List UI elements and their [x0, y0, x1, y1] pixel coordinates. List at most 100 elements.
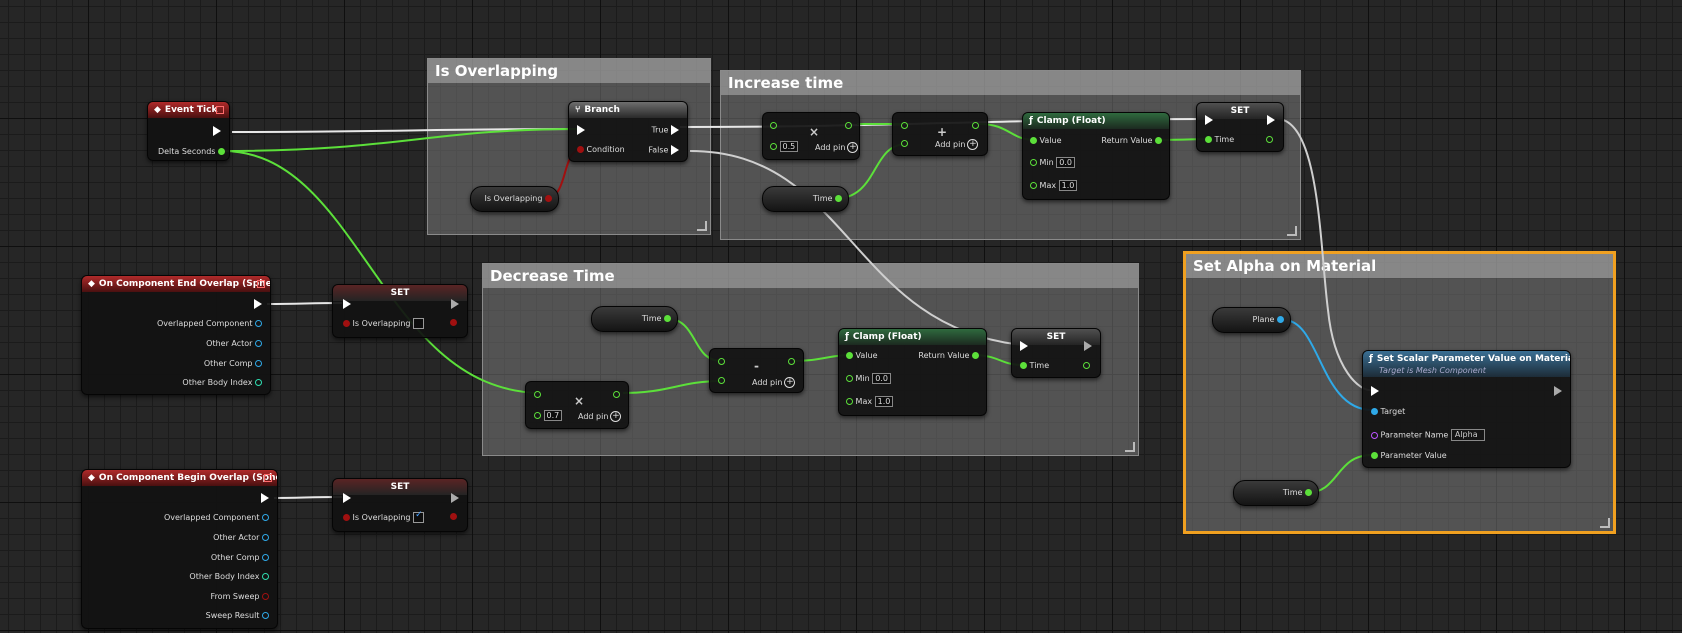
time-output-pin[interactable]: Time [642, 314, 671, 324]
other-actor-pin[interactable]: Other Actor [206, 339, 262, 349]
time-output-pin[interactable]: Time [1283, 488, 1312, 498]
float-output-pin[interactable] [788, 357, 795, 367]
event-tick-node[interactable]: ◆Event Tick Delta Seconds [147, 101, 230, 161]
add-node-increase[interactable]: + Add pin+ [892, 112, 988, 156]
max-pin[interactable]: Max 1.0 [1030, 180, 1078, 191]
close-icon[interactable] [264, 474, 272, 482]
other-comp-pin[interactable]: Other Comp [211, 553, 269, 563]
set-time-node-increase[interactable]: SET Time [1196, 102, 1284, 152]
multiplier-pin[interactable]: 0.5 [770, 141, 799, 152]
set-is-overlapping-true-node[interactable]: SET Is Overlapping [332, 478, 468, 532]
time-input-pin[interactable]: Time [1205, 135, 1234, 145]
true-pin[interactable]: True [651, 125, 679, 136]
multiplier-pin[interactable]: 0.7 [534, 410, 563, 421]
exec-input-pin[interactable] [577, 125, 585, 136]
other-body-index-pin[interactable]: Other Body Index [182, 378, 262, 388]
parameter-name-input[interactable]: Alpha [1450, 429, 1485, 441]
float-input-pin[interactable] [534, 390, 541, 400]
target-pin[interactable]: Target [1371, 407, 1405, 417]
multiplier-value[interactable]: 0.5 [779, 141, 799, 152]
exec-output-pin[interactable] [451, 299, 459, 310]
add-pin-button[interactable]: Add pin+ [815, 142, 859, 153]
set-is-overlapping-false-node[interactable]: SET Is Overlapping [332, 284, 468, 338]
return-value-pin[interactable]: Return Value [1101, 136, 1162, 146]
add-pin-button[interactable]: Add pin+ [935, 139, 979, 150]
is-overlapping-pin[interactable]: Is Overlapping [343, 510, 425, 523]
condition-pin[interactable]: Condition [577, 145, 625, 155]
begin-overlap-event-node[interactable]: ◆On Component Begin Overlap (Sphere) Ove… [81, 469, 278, 629]
resize-grip[interactable] [697, 221, 707, 231]
float-input-pin[interactable] [718, 357, 725, 367]
get-plane-node[interactable]: Plane [1212, 307, 1291, 333]
is-overlapping-pin[interactable]: Is Overlapping [343, 318, 425, 329]
max-pin[interactable]: Max 1.0 [846, 396, 894, 407]
float-output-pin[interactable] [613, 390, 620, 400]
min-pin[interactable]: Min 0.0 [846, 373, 892, 384]
is-overlapping-checkbox[interactable] [413, 318, 425, 329]
time-output-pin[interactable]: Time [813, 194, 842, 204]
is-overlapping-output-pin[interactable]: Is Overlapping [484, 194, 552, 204]
get-time-node-decrease[interactable]: Time [591, 306, 678, 332]
min-pin[interactable]: Min 0.0 [1030, 157, 1076, 168]
close-icon[interactable] [257, 280, 265, 288]
min-value[interactable]: 0.0 [872, 373, 892, 384]
max-value[interactable]: 1.0 [1058, 180, 1078, 191]
resize-grip[interactable] [1125, 442, 1135, 452]
overlapped-component-pin[interactable]: Overlapped Component [157, 319, 262, 329]
value-pin[interactable]: Value [1030, 136, 1062, 146]
return-value-pin[interactable]: Return Value [918, 351, 979, 361]
end-overlap-event-node[interactable]: ◆On Component End Overlap (Sphere) Overl… [81, 275, 271, 395]
delta-seconds-pin[interactable]: Delta Seconds [158, 147, 225, 157]
exec-input-pin[interactable] [343, 493, 351, 504]
add-pin-button[interactable]: Add pin+ [752, 377, 796, 388]
float-output-pin[interactable] [972, 121, 979, 131]
exec-input-pin[interactable] [1371, 386, 1379, 397]
time-output-pin[interactable] [1083, 361, 1090, 371]
multiply-node-increase[interactable]: × 0.5 Add pin+ [762, 112, 860, 160]
exec-input-pin[interactable] [1020, 341, 1028, 352]
float-input-pin[interactable] [770, 121, 777, 131]
other-actor-pin[interactable]: Other Actor [213, 533, 269, 543]
get-time-node-alpha[interactable]: Time [1233, 480, 1319, 506]
float-output-pin[interactable] [845, 121, 852, 131]
get-time-node-increase[interactable]: Time [762, 186, 849, 212]
other-comp-pin[interactable]: Other Comp [204, 359, 262, 369]
plane-output-pin[interactable]: Plane [1253, 315, 1284, 325]
bool-output-pin[interactable] [450, 512, 457, 522]
parameter-name-pin[interactable]: Parameter Name Alpha [1371, 429, 1485, 441]
add-pin-button[interactable]: Add pin+ [578, 411, 622, 422]
resize-grip[interactable] [1287, 226, 1297, 236]
float-input-pin[interactable] [901, 121, 908, 131]
time-input-pin[interactable]: Time [1020, 361, 1049, 371]
float-input-pin-2[interactable] [901, 139, 908, 149]
time-output-pin[interactable] [1266, 135, 1273, 145]
sweep-result-pin[interactable]: Sweep Result [206, 611, 269, 621]
bool-output-pin[interactable] [450, 318, 457, 328]
resize-grip[interactable] [1600, 518, 1610, 528]
close-icon[interactable] [216, 106, 224, 114]
parameter-value-pin[interactable]: Parameter Value [1371, 451, 1447, 461]
max-value[interactable]: 1.0 [874, 396, 894, 407]
overlapped-component-pin[interactable]: Overlapped Component [164, 513, 269, 523]
exec-output-pin[interactable] [1554, 386, 1562, 397]
value-pin[interactable]: Value [846, 351, 878, 361]
exec-output-pin[interactable] [1267, 115, 1275, 126]
multiply-node-decrease[interactable]: × 0.7 Add pin+ [525, 381, 629, 429]
set-time-node-decrease[interactable]: SET Time [1011, 328, 1101, 378]
subtract-node-decrease[interactable]: - Add pin+ [709, 348, 804, 393]
is-overlapping-checkbox[interactable] [413, 510, 425, 523]
exec-input-pin[interactable] [1205, 115, 1213, 126]
exec-output-pin[interactable] [451, 493, 459, 504]
exec-output-pin[interactable] [213, 126, 221, 137]
multiplier-value[interactable]: 0.7 [543, 410, 563, 421]
other-body-index-pin[interactable]: Other Body Index [189, 572, 269, 582]
exec-input-pin[interactable] [343, 299, 351, 310]
false-pin[interactable]: False [648, 145, 679, 156]
exec-output-pin[interactable] [261, 493, 269, 504]
get-is-overlapping-node[interactable]: Is Overlapping [470, 186, 559, 212]
exec-output-pin[interactable] [254, 299, 262, 310]
min-value[interactable]: 0.0 [1056, 157, 1076, 168]
